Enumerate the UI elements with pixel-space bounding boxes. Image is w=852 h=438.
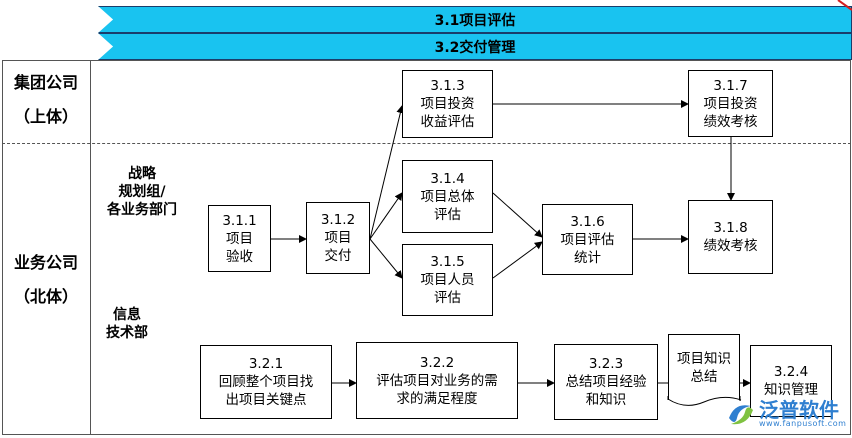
- box-3-2-3: 3.2.3 总结项目经验 和知识: [554, 344, 658, 420]
- box-3-2-1-num: 3.2.1: [248, 356, 284, 372]
- box-3-1-3-line2: 收益评估: [420, 114, 475, 130]
- doc-project-knowledge-line1: 项目知识: [677, 350, 731, 367]
- swimlane-frame: [2, 60, 851, 435]
- lane-business-company: 业务公司 （北体）: [2, 246, 90, 314]
- doc-project-knowledge: 项目知识 总结: [668, 334, 740, 400]
- box-3-2-2-line2: 求的满足程度: [396, 390, 478, 407]
- lane-group-company: 集团公司 （上体）: [2, 66, 90, 134]
- box-3-1-4-line1: 项目总体: [420, 188, 475, 205]
- band-delivery-management: 3.2交付管理: [98, 33, 852, 60]
- sublane-it-line2: 技术部: [106, 325, 148, 341]
- box-3-2-4-line1: 知识管理: [764, 382, 818, 398]
- box-3-1-1-num: 3.1.1: [222, 212, 257, 229]
- box-3-1-8: 3.1.8 绩效考核: [688, 200, 773, 274]
- lane-divider-dashed: [2, 143, 851, 144]
- box-3-1-4-line2: 评估: [434, 206, 461, 223]
- box-3-1-2-line1: 项目: [324, 230, 352, 246]
- box-3-1-4: 3.1.4 项目总体 评估: [402, 160, 493, 233]
- box-3-2-3-line1: 总结项目经验: [565, 374, 647, 390]
- box-3-1-5-line2: 评估: [434, 290, 461, 306]
- box-3-1-6-line2: 统计: [574, 249, 601, 266]
- box-3-1-3-num: 3.1.3: [430, 78, 465, 94]
- box-3-1-8-line1: 绩效考核: [703, 238, 758, 254]
- sublane-strategy: 战略 规划组/ 各业务部门: [92, 165, 192, 219]
- doc-project-knowledge-line2: 总结: [690, 368, 718, 385]
- box-3-1-1-line1: 项目: [226, 230, 253, 247]
- box-3-1-8-num: 3.1.8: [713, 220, 748, 236]
- box-3-2-1: 3.2.1 回顾整个项目找 出项目关键点: [200, 345, 332, 419]
- box-3-1-7: 3.1.7 项目投资 绩效考核: [688, 70, 773, 137]
- box-3-1-3: 3.1.3 项目投资 收益评估: [402, 70, 493, 138]
- box-3-1-7-line1: 项目投资: [703, 95, 758, 112]
- arrow-312-314: [369, 192, 403, 240]
- sublane-strategy-line1: 战略: [128, 166, 156, 182]
- box-3-2-2-num: 3.2.2: [419, 354, 455, 371]
- box-3-1-5-num: 3.1.5: [430, 254, 465, 270]
- watermark-name: 泛普软件: [759, 398, 839, 422]
- box-3-2-3-line2: 和知识: [585, 392, 627, 408]
- lane-group-company-sub: （上体）: [13, 107, 78, 126]
- box-3-1-4-num: 3.1.4: [430, 170, 465, 187]
- box-3-1-3-line1: 项目投资: [420, 96, 475, 112]
- box-3-1-5: 3.1.5 项目人员 评估: [402, 244, 493, 316]
- logo-swirl-icon: [729, 405, 753, 425]
- box-3-1-6-line1: 项目评估: [560, 231, 615, 248]
- box-3-2-4: 3.2.4 知识管理: [750, 345, 832, 417]
- watermark-url: www.fanpusoft.com: [759, 419, 847, 428]
- box-3-2-1-line1: 回顾整个项目找: [218, 374, 314, 390]
- box-3-1-5-line1: 项目人员: [420, 272, 475, 288]
- lane-business-company-name: 业务公司: [13, 253, 78, 272]
- box-3-2-3-num: 3.2.3: [588, 356, 624, 372]
- arrow-314-316: [492, 192, 543, 238]
- sublane-it: 信息 技术部: [92, 306, 162, 342]
- box-3-1-7-line2: 绩效考核: [703, 113, 758, 130]
- lane-business-company-sub: （北体）: [13, 287, 78, 306]
- box-3-1-6-num: 3.1.6: [570, 213, 605, 230]
- sublane-strategy-line2: 规划组/: [118, 184, 166, 200]
- band-delivery-management-label: 3.2交付管理: [434, 39, 516, 56]
- box-3-2-2-line1: 评估项目对业务的需: [376, 372, 498, 389]
- band-project-evaluation-label: 3.1项目评估: [434, 12, 516, 29]
- corner-accent: [837, 0, 852, 11]
- box-3-1-2: 3.1.2 项目 交付: [306, 202, 370, 274]
- sublane-it-line1: 信息: [113, 307, 141, 323]
- lane-divider-vertical: [90, 60, 91, 435]
- band-project-evaluation: 3.1项目评估: [98, 6, 852, 33]
- doc-wave-edge: [667, 396, 742, 406]
- box-3-2-1-line2: 出项目关键点: [225, 392, 307, 408]
- arrow-315-316: [492, 241, 543, 279]
- lane-group-company-name: 集团公司: [13, 73, 78, 92]
- watermark-logo: 泛普软件 www.fanpusoft.com: [725, 392, 850, 436]
- arrow-312-315: [369, 238, 403, 279]
- box-3-1-6: 3.1.6 项目评估 统计: [542, 204, 633, 275]
- box-3-1-1: 3.1.1 项目 验收: [208, 205, 271, 272]
- box-3-2-4-num: 3.2.4: [773, 364, 809, 380]
- box-3-2-2: 3.2.2 评估项目对业务的需 求的满足程度: [356, 342, 518, 419]
- box-3-1-7-num: 3.1.7: [713, 77, 748, 94]
- arrow-312-313: [369, 105, 405, 240]
- box-3-1-2-line2: 交付: [324, 248, 352, 264]
- sublane-strategy-line3: 各业务部门: [107, 202, 177, 218]
- box-3-1-1-line2: 验收: [226, 248, 253, 265]
- box-3-1-2-num: 3.1.2: [320, 212, 356, 228]
